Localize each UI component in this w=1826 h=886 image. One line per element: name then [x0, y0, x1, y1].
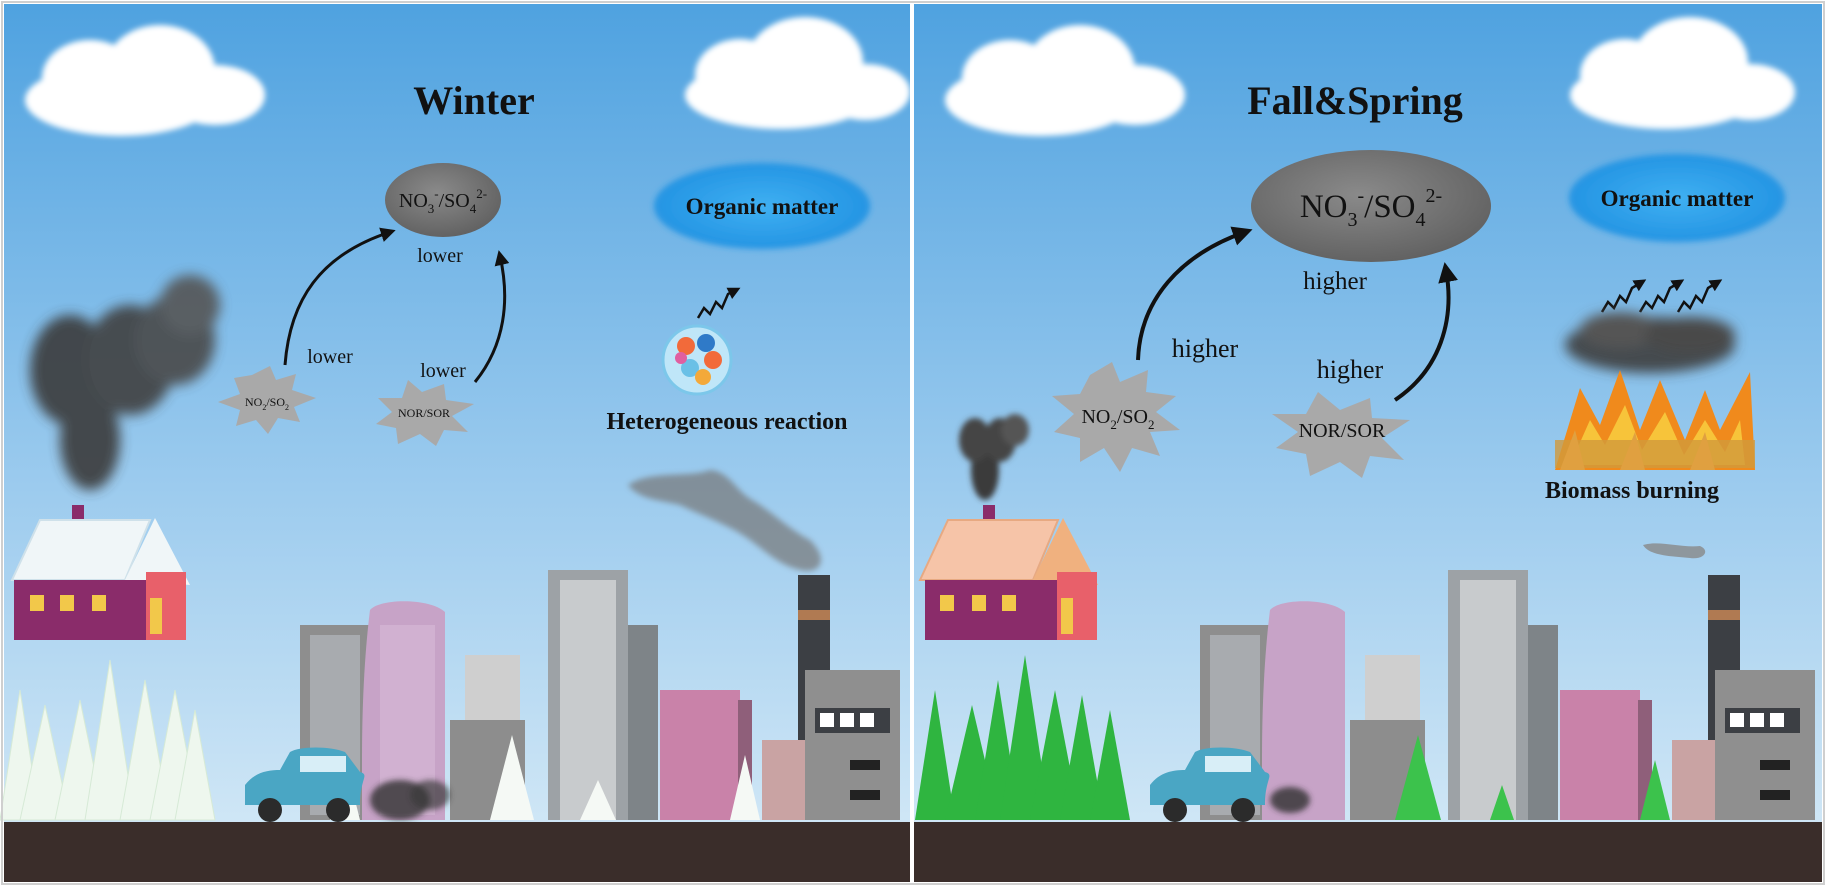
cloud-icon — [685, 17, 910, 129]
ellipse-trend-label: lower — [417, 245, 463, 267]
winter-panel: Winter NO3-/SO42- lower Organic matter l… — [0, 4, 910, 882]
ellipse-trend-label: higher — [1303, 268, 1368, 295]
arrow-trend-label: higher — [1317, 355, 1384, 384]
fire-icon — [1555, 370, 1755, 470]
nitrate-sulfate-ellipse — [1251, 150, 1491, 262]
process-label: Biomass burning — [1545, 478, 1719, 504]
organic-matter-label: Organic matter — [686, 194, 839, 219]
city-buildings — [1200, 570, 1815, 820]
no2-so2-label: NO2/SO2 — [1081, 406, 1154, 432]
cloud-icon — [945, 25, 1185, 136]
nor-sor-starburst — [1272, 392, 1410, 478]
cloud-icon — [25, 25, 265, 136]
panel-title: Fall&Spring — [1247, 78, 1463, 123]
arrow-up — [473, 250, 510, 383]
wavy-arrow — [1638, 279, 1685, 313]
factory-smoke — [628, 470, 821, 571]
arrow-trend-label: higher — [1172, 334, 1239, 363]
process-label: Heterogeneous reaction — [606, 409, 847, 435]
arrow-up — [1393, 262, 1458, 402]
organic-matter-ellipse — [654, 163, 870, 249]
car-icon — [245, 747, 365, 822]
wavy-arrow — [1600, 279, 1647, 313]
ground — [914, 822, 1822, 882]
organic-matter-label: Organic matter — [1601, 186, 1754, 211]
exhaust-smoke — [1270, 787, 1310, 813]
house — [918, 505, 1098, 640]
nor-sor-starburst — [376, 380, 474, 446]
panel-divider — [911, 4, 914, 882]
arrow-up — [1136, 226, 1253, 361]
nitrate-sulfate-label: NO3-/SO42- — [399, 186, 487, 216]
nor-sor-label: NOR/SOR — [398, 406, 450, 420]
panel-title: Winter — [413, 78, 534, 123]
aerosol-particle-icon — [661, 324, 733, 396]
ratio-starburst — [218, 366, 316, 434]
smoke-plume — [959, 414, 1029, 500]
nor-sor-label: NOR/SOR — [1299, 420, 1386, 442]
nitrate-sulfate-ellipse — [385, 163, 501, 237]
ratio-starburst — [1052, 362, 1180, 472]
smoke-plume — [30, 275, 220, 490]
wavy-arrow — [1676, 279, 1723, 313]
smoke-plume — [1565, 312, 1735, 373]
ground — [4, 822, 910, 882]
car-icon — [1150, 747, 1270, 822]
wavy-arrow — [696, 287, 741, 319]
cloud-icon — [1570, 17, 1795, 129]
exhaust-smoke — [370, 780, 450, 820]
green-trees — [915, 655, 1130, 820]
arrow-up — [283, 227, 396, 366]
arrow-trend-label: lower — [307, 346, 353, 368]
no2-so2-label: NO2/SO2 — [245, 395, 289, 412]
house — [10, 505, 190, 640]
snowy-trees — [0, 659, 216, 821]
organic-matter-ellipse — [1569, 154, 1785, 242]
nitrate-sulfate-label: NO3-/SO42- — [1300, 185, 1442, 231]
green-trees — [1395, 735, 1670, 820]
fall-spring-panel: Fall&Spring NO3-/SO42- higher Organic ma… — [914, 4, 1822, 882]
factory-smoke — [1643, 543, 1706, 559]
arrow-trend-label: lower — [420, 360, 466, 382]
